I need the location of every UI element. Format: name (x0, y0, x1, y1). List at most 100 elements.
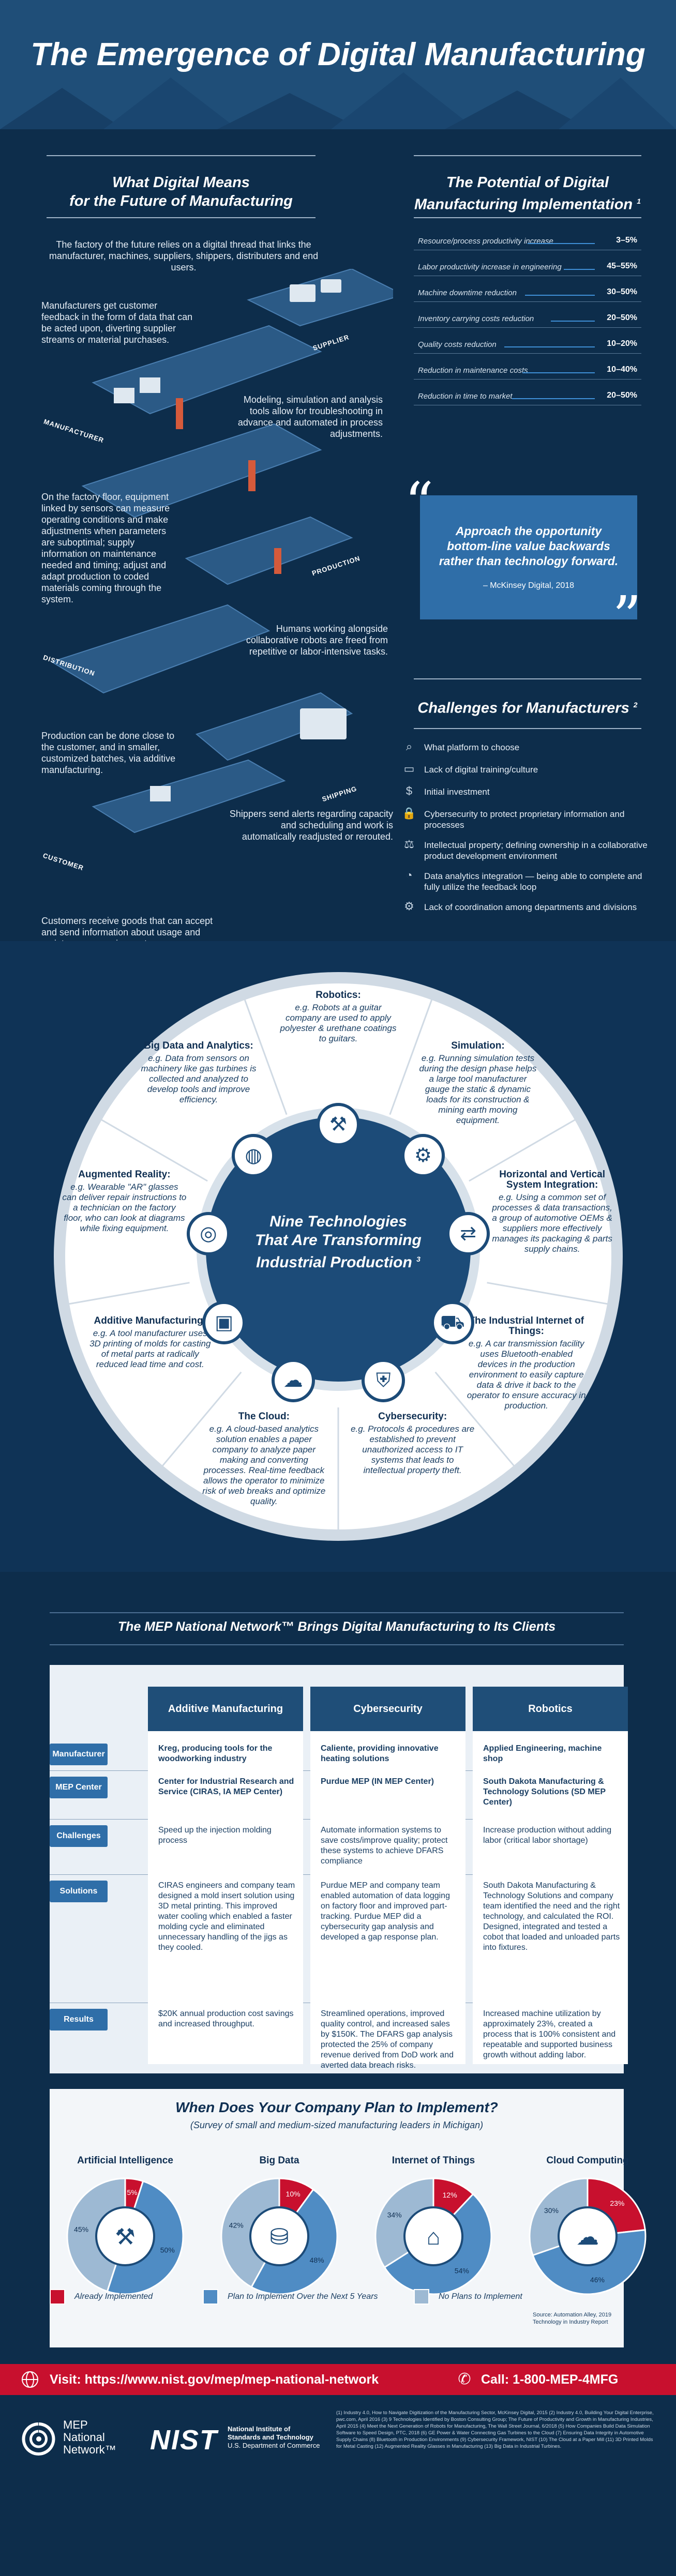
potential-row-value: 30–50% (607, 287, 637, 296)
mep-cell-solutions: Purdue MEP and company team enabled auto… (321, 1881, 450, 1942)
search-icon: ⌕ (405, 740, 413, 753)
mep-logo-line1: MEP (63, 2418, 88, 2431)
mep-logo-text: MEP National Network™ (63, 2419, 116, 2456)
training-icon: ▭ (403, 762, 415, 775)
donut-label: 12% (443, 2191, 457, 2199)
legend-label-plan: Plan to Implement Over the Next 5 Years (228, 2292, 378, 2301)
technology-name: Big Data and Analytics: (144, 1040, 253, 1052)
potential-row-value: 20–50% (607, 313, 637, 322)
challenge-text: Cybersecurity to protect proprietary inf… (424, 809, 625, 830)
digital-p3: On the factory floor, equipment linked b… (41, 492, 170, 604)
technology-desc: e.g. Wearable "AR" glasses can deliver r… (62, 1182, 187, 1234)
plan-source: Source: Automation Alley, 2019 Technolog… (533, 2312, 612, 2325)
donut-label: 48% (310, 2256, 324, 2264)
legend-swatch-plan (203, 2289, 218, 2305)
mep-cell-center: Center for Industrial Research and Servi… (158, 1777, 294, 1796)
robot-arm-icon: ⚒ (115, 2224, 135, 2250)
digital-p1: Manufacturers get customer feedback in t… (41, 300, 193, 345)
donut-chart: 12%54%34%⌂ (374, 2177, 492, 2295)
ar-glasses-icon: ◎ (186, 1211, 230, 1255)
plan-subheading: (Survey of small and medium-sized manufa… (190, 2120, 484, 2130)
mep-row-label-manufacturer: Manufacturer (50, 1744, 108, 1765)
technology-desc: e.g. Protocols & procedures are establis… (351, 1423, 475, 1475)
challenge-text: What platform to choose (424, 743, 520, 752)
nist-logo: NIST (150, 2425, 218, 2456)
donut-title: Artificial Intelligence (77, 2155, 173, 2166)
analytics-icon: ◔ (405, 869, 413, 882)
lock-icon: 🔒 (402, 807, 416, 820)
challenge-item: ⚙Lack of coordination among departments … (404, 901, 652, 913)
challenge-text: Lack of digital training/culture (424, 765, 538, 775)
legend-already: Already Implemented (50, 2286, 153, 2307)
mep-cell-manufacturer: Kreg, producing tools for the woodworkin… (158, 1744, 273, 1763)
digital-heading-line1: What Digital Means (112, 174, 250, 191)
challenge-item: ◔Data analytics integration — being able… (405, 870, 652, 892)
money-icon: $ (405, 784, 413, 797)
donut-hole (558, 2206, 618, 2266)
page-title: The Emergence of Digital Manufacturing (31, 37, 645, 72)
divider (414, 217, 641, 218)
potential-row-connector (512, 398, 595, 399)
nist-logo-text: National Institute of Standards and Tech… (228, 2425, 320, 2450)
shield-icon: ⛨ (362, 1358, 405, 1402)
wheel-dividers (63, 994, 614, 1536)
mep-cell-center: Purdue MEP (IN MEP Center) (321, 1777, 434, 1786)
potential-row-label: Inventory carrying costs reduction (418, 314, 534, 323)
technology-item: Cybersecurity:e.g. Protocols & procedure… (351, 1411, 475, 1476)
visit-link[interactable]: Visit: https://www.nist.gov/mep/mep-nati… (50, 2372, 379, 2387)
potential-row-value: 45–55% (607, 262, 637, 270)
wheel-divider (158, 1371, 242, 1471)
challenge-text: Lack of coordination among departments a… (424, 902, 637, 912)
potential-heading-sup: 1 (637, 197, 641, 205)
phone-icon: ✆ (458, 2371, 471, 2388)
legend-swatch-none (414, 2289, 429, 2305)
donut-label: 54% (455, 2266, 469, 2275)
call-link[interactable]: Call: 1-800-MEP-4MFG (481, 2372, 619, 2387)
divider (414, 155, 641, 156)
potential-row-connector (504, 346, 595, 347)
digital-heading-line2: for the Future of Manufacturing (69, 193, 293, 209)
technology-name: Cybersecurity: (378, 1411, 447, 1422)
challenge-text: Initial investment (424, 787, 490, 797)
technology-desc: e.g. Using a common set of processes & d… (492, 1192, 612, 1254)
divider (414, 728, 641, 729)
mep-row-label-center: MEP Center (50, 1777, 108, 1798)
quote-box: “ Approach the opportunity bottom-line v… (404, 475, 641, 645)
donut-title: Cloud Computing (546, 2155, 629, 2166)
potential-row-label: Quality costs reduction (418, 340, 497, 349)
digital-p6: Shippers send alerts regarding capacity … (229, 809, 393, 842)
footer-bar: Visit: https://www.nist.gov/mep/mep-nati… (0, 2364, 676, 2395)
center-line1: Nine Technologies (269, 1213, 407, 1230)
legend-swatch-already (50, 2289, 65, 2305)
technology-name: Robotics: (316, 990, 361, 1001)
technology-desc: e.g. A tool manufacturer uses 3D printin… (89, 1328, 211, 1369)
divider (47, 217, 316, 218)
divider (50, 1612, 624, 1613)
potential-row-value: 10–40% (607, 365, 637, 374)
challenge-item: 🔒 Cybersecurity to protect proprietary in… (402, 808, 652, 830)
technology-item: Horizontal and Vertical System Integrati… (490, 1170, 614, 1254)
legend-plan: Plan to Implement Over the Next 5 Years (203, 2286, 378, 2307)
donut-label: 10% (286, 2190, 301, 2198)
mep-logo-icon (21, 2421, 57, 2457)
center-sup: 3 (416, 1255, 420, 1263)
integration-icon: ⇄ (446, 1211, 490, 1255)
donut-title: Big Data (259, 2155, 299, 2166)
cloud-icon: ☁ (576, 2224, 599, 2250)
wheel-divider (389, 994, 435, 1115)
legend-label-none: No Plans to Implement (439, 2292, 522, 2301)
donut-label: 30% (544, 2206, 559, 2215)
wheel-divider (469, 1116, 581, 1182)
mep-cell-solutions: CIRAS engineers and company team designe… (158, 1881, 295, 1952)
digital-p2: Modeling, simulation and analysis tools … (237, 395, 383, 439)
globe-icon (21, 2370, 39, 2389)
donut-label: 34% (387, 2211, 402, 2219)
donut-chart: 23%46%30%☁ (529, 2177, 647, 2295)
legend-label-already: Already Implemented (74, 2292, 153, 2301)
technology-item: Simulation:e.g. Running simulation tests… (416, 1041, 540, 1126)
technology-item: Robotics:e.g. Robots at a guitar company… (276, 990, 400, 1044)
potential-row-connector (522, 372, 595, 373)
technology-name: Horizontal and Vertical System Integrati… (499, 1169, 606, 1191)
footer-logos: MEP National Network™ NIST National Inst… (0, 2395, 676, 2576)
